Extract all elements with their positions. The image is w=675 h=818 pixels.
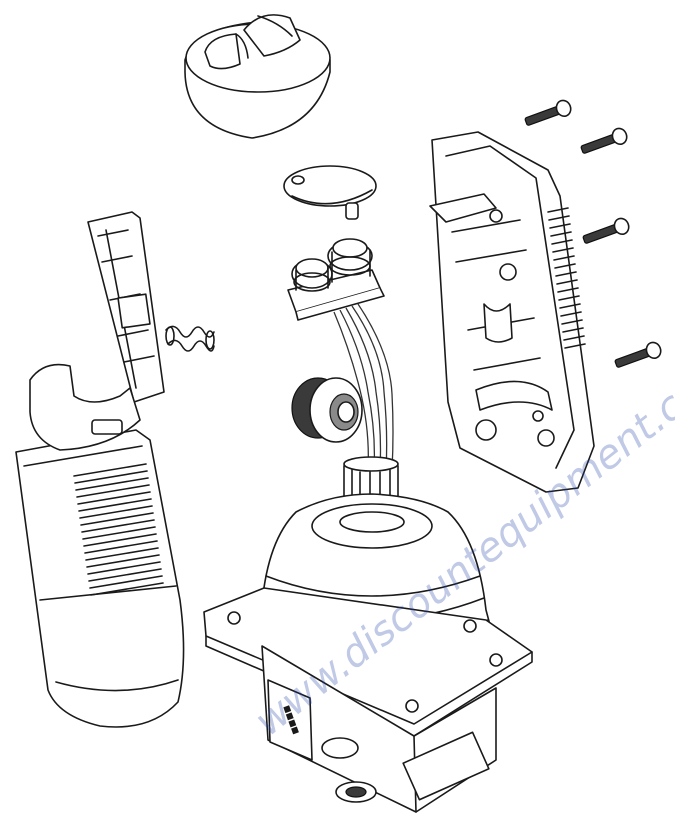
dual-connector-icon	[287, 238, 385, 321]
joystick-base-icon: ■■■■	[203, 456, 533, 813]
spring-icon	[165, 325, 215, 352]
button-cap-icon	[184, 14, 331, 139]
screw-icon	[524, 99, 662, 368]
grip-ribbing	[73, 463, 164, 596]
rocker-button-icon	[283, 165, 377, 220]
wire-harness	[333, 303, 394, 471]
grip-ribbing-right	[547, 207, 586, 349]
right-grip-half-icon	[429, 131, 595, 493]
left-grip-half-icon	[15, 211, 185, 728]
grommet-icon	[291, 377, 363, 443]
